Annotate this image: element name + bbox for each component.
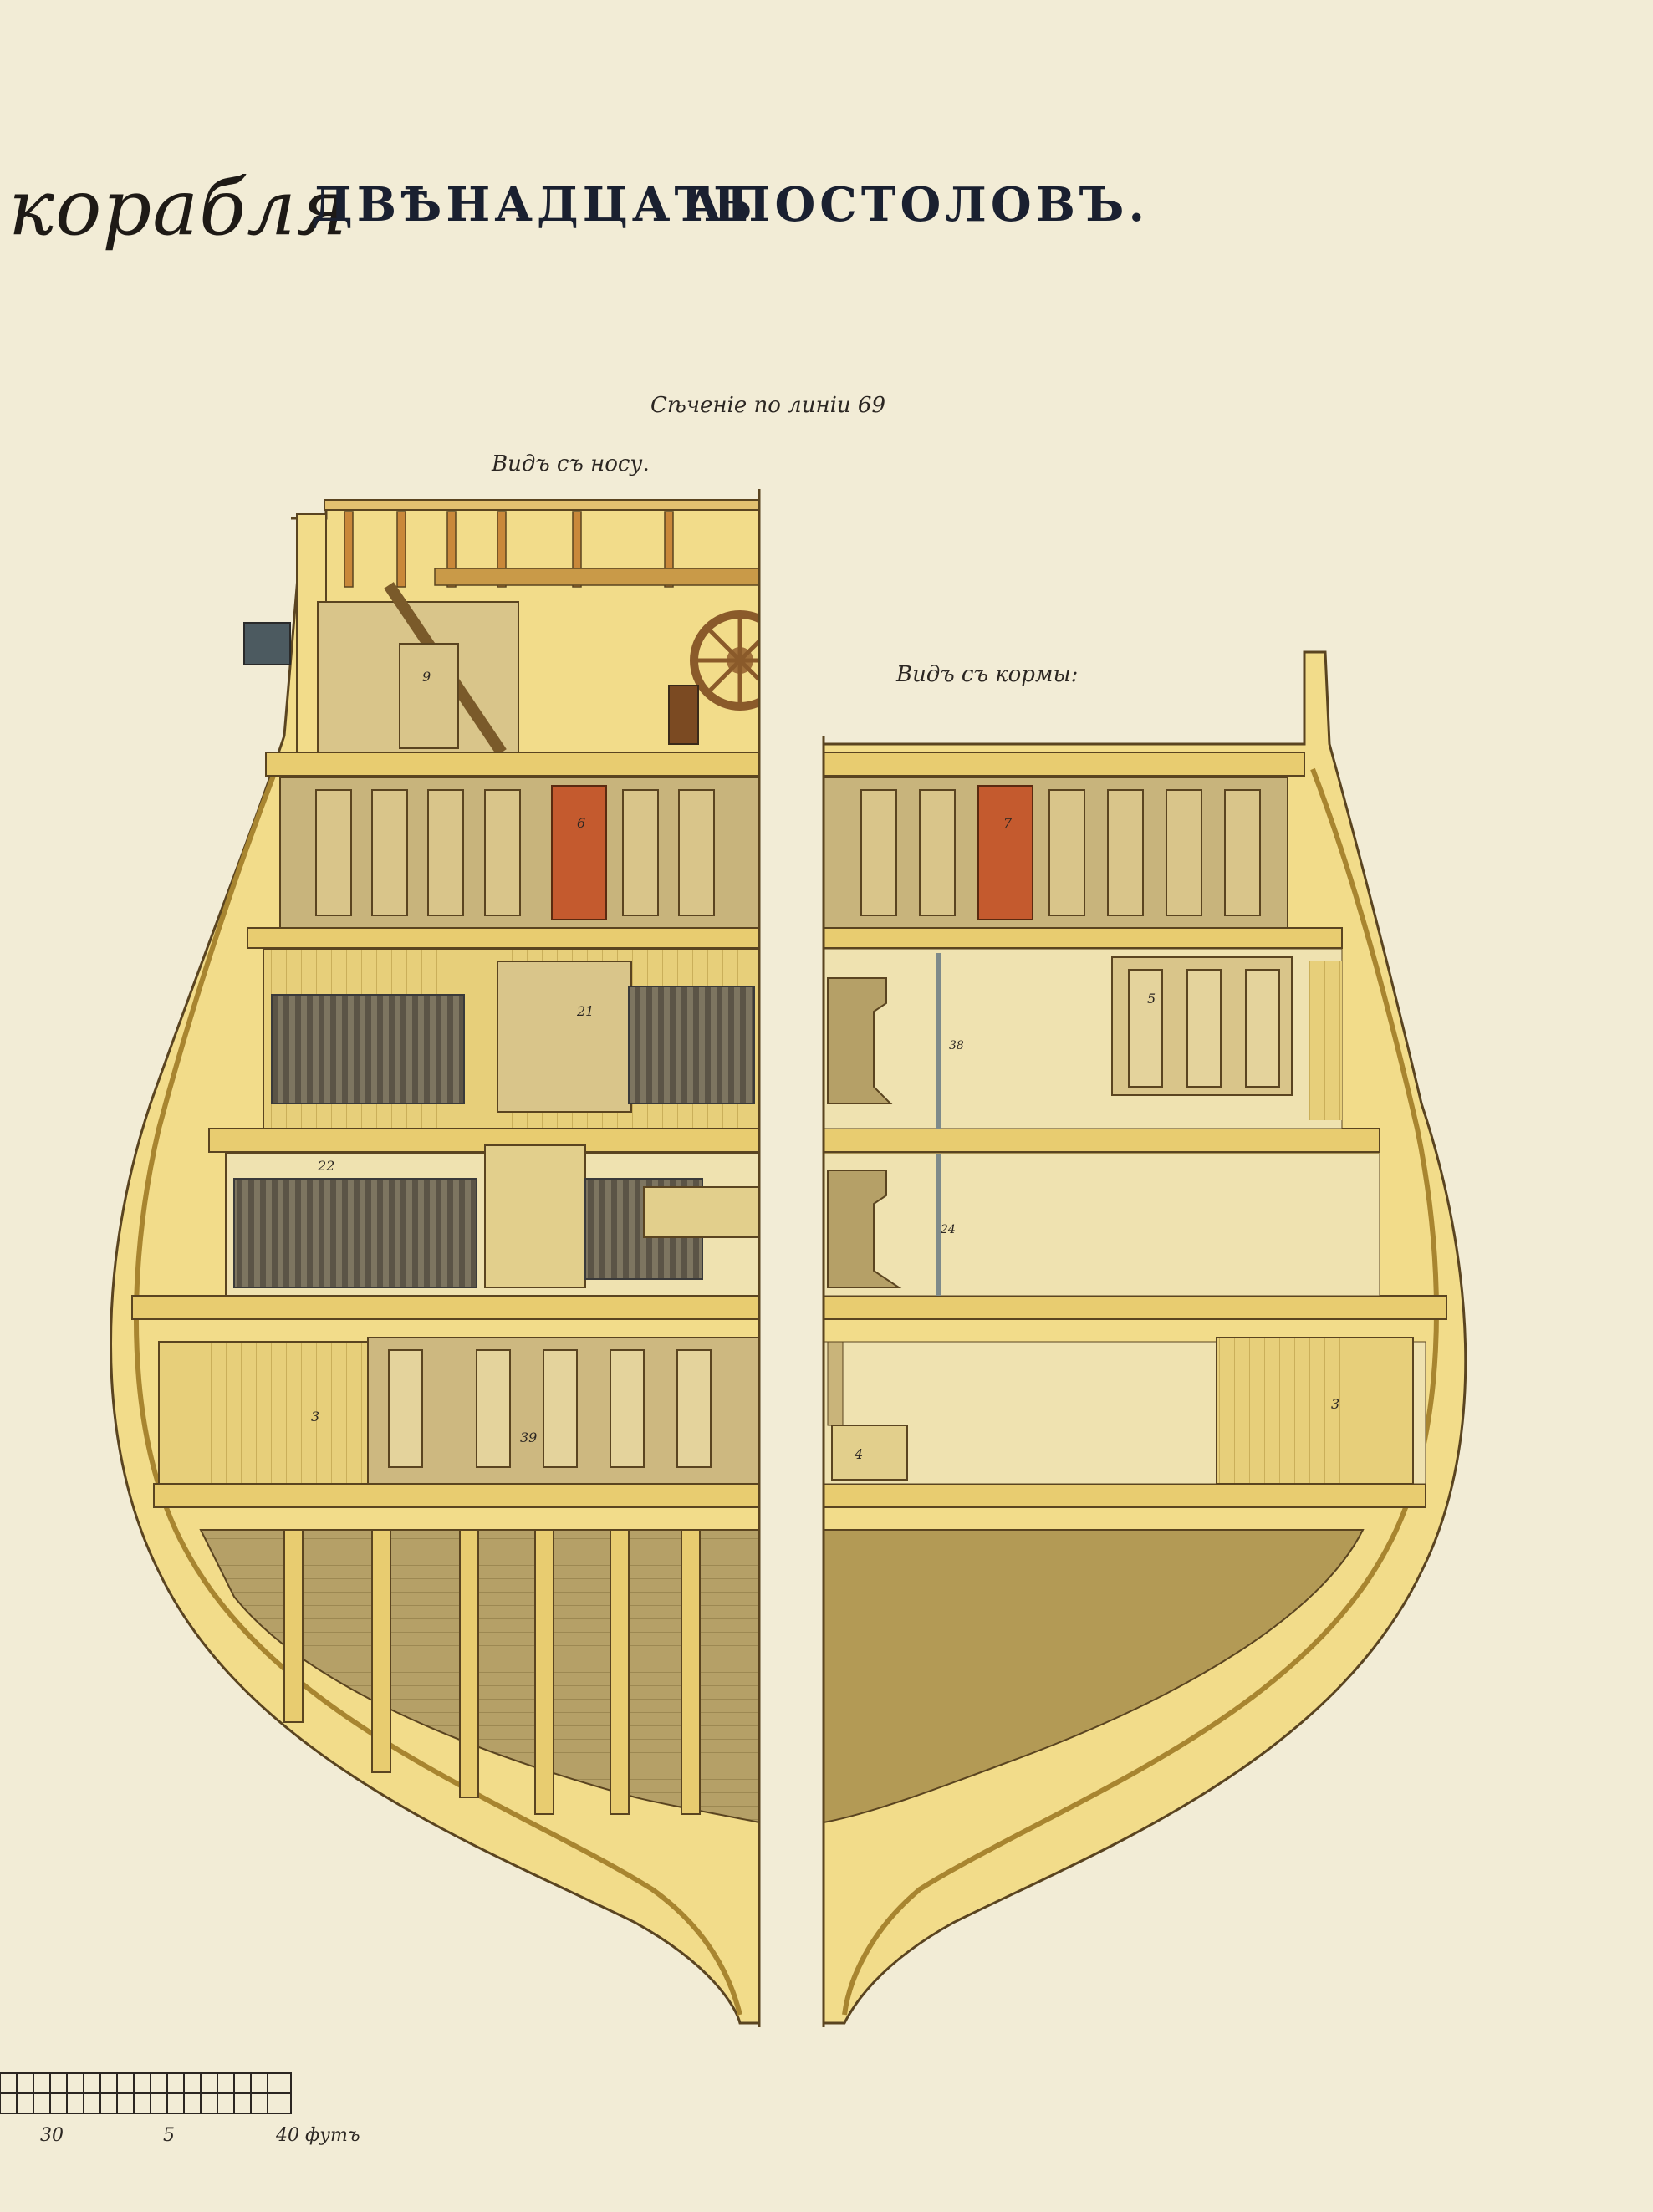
- part-number-9: 9: [422, 669, 431, 685]
- ship-name-part1: ДВѢНАДЦАТЬ: [311, 177, 757, 232]
- part-number-21: 21: [576, 1003, 594, 1019]
- stern-view-half: 7 38 5 24 4 3: [822, 650, 1467, 2025]
- part-number-22: 22: [317, 1158, 334, 1174]
- scale-bar: [0, 2072, 292, 2114]
- scale-label-5: 5: [163, 2125, 175, 2146]
- part-number-24: 24: [940, 1223, 956, 1236]
- gun-rack-upper-left: [271, 994, 465, 1104]
- part-number-7: 7: [1003, 815, 1013, 831]
- bow-lantern-box: [243, 622, 291, 665]
- part-number-39: 39: [520, 1430, 537, 1445]
- scale-label-40: 40 футъ: [276, 2125, 360, 2146]
- red-cabin-door-left: [551, 785, 607, 920]
- red-cabin-door-right: [977, 785, 1033, 920]
- part-number-4: 4: [854, 1446, 863, 1462]
- bow-view-half: 9: [110, 499, 790, 2025]
- title-script-word: корабля: [8, 163, 349, 252]
- part-number-3-left: 3: [311, 1409, 319, 1425]
- gun-rack-lower: [233, 1178, 477, 1288]
- part-number-38: 38: [949, 1039, 964, 1052]
- capstan-upper: [827, 977, 893, 1104]
- orlop-small-box: [831, 1425, 908, 1481]
- binnacle: [668, 685, 699, 745]
- scale-label-30: 30: [40, 2125, 64, 2146]
- stern-hold: [823, 1529, 1365, 1824]
- gun-rack-upper-right: [628, 986, 755, 1104]
- bow-view-caption: Видъ съ носу.: [492, 451, 650, 477]
- section-caption: Сѣченіе по линіи 69: [650, 393, 885, 418]
- part-number-5: 5: [1147, 991, 1156, 1007]
- capstan-lower: [827, 1170, 902, 1288]
- ship-name-part2: АПОСТОЛОВЪ.: [684, 177, 1149, 232]
- part-number-3-right: 3: [1331, 1396, 1339, 1412]
- part-number-6: 6: [577, 815, 585, 831]
- stern-view-caption: Видъ съ кормы:: [896, 662, 1079, 687]
